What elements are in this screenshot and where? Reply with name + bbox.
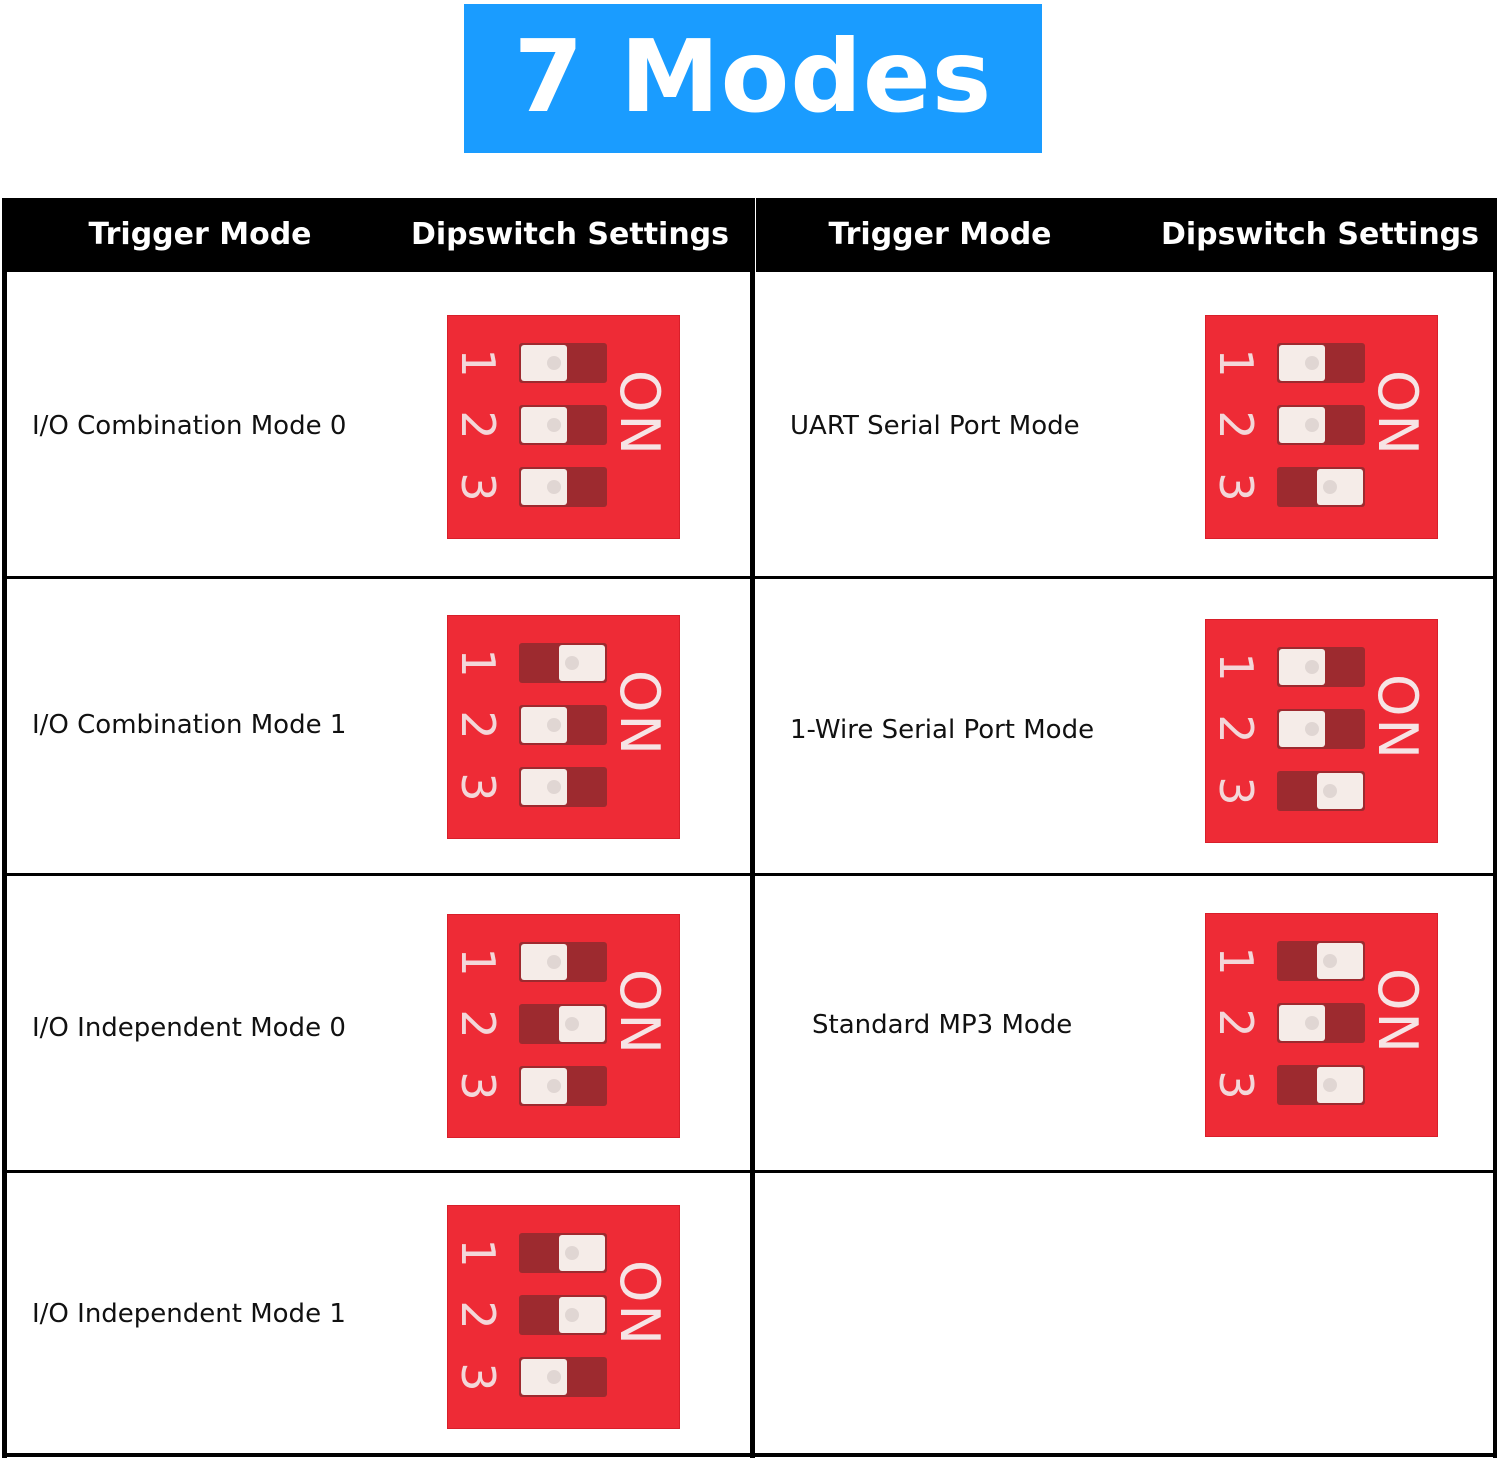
switch-slot-1	[1277, 647, 1365, 687]
switch-lever-off	[521, 407, 567, 443]
mode-label: Standard MP3 Mode	[812, 1010, 1073, 1040]
switch-lever-on	[559, 645, 605, 681]
switch-lever-on	[1317, 773, 1363, 809]
switch-lever-off	[521, 345, 567, 381]
row-divider-1	[2, 576, 1497, 579]
switch-slot-3	[519, 467, 607, 507]
row-divider-2	[2, 873, 1497, 876]
table-divider-center	[750, 198, 755, 1458]
header-dipswitch-settings-right: Dipswitch Settings	[1160, 217, 1480, 252]
dip-switch: 1 2 3 ON	[1205, 913, 1438, 1137]
switch-number-label: 1	[1209, 652, 1263, 682]
switch-lever-off	[521, 944, 567, 980]
switch-lever-on	[1317, 943, 1363, 979]
switch-lever-on	[559, 1297, 605, 1333]
mode-label: I/O Combination Mode 1	[32, 710, 347, 740]
on-label: ON	[608, 370, 671, 457]
switch-number-label: 1	[1209, 348, 1263, 378]
switch-lever-off	[521, 1359, 567, 1395]
dip-switch: 1 2 3 ON	[447, 615, 680, 839]
on-label: ON	[608, 670, 671, 757]
mode-label: 1-Wire Serial Port Mode	[790, 715, 1095, 745]
table-header-left	[2, 198, 752, 272]
switch-lever-off	[1279, 345, 1325, 381]
switch-number-label: 2	[451, 1300, 505, 1330]
switch-number-label: 2	[1209, 1008, 1263, 1038]
on-label: ON	[1366, 674, 1429, 761]
switch-lever-off	[521, 769, 567, 805]
switch-slot-1	[519, 343, 607, 383]
switch-slot-1	[519, 643, 607, 683]
switch-slot-2	[519, 1004, 607, 1044]
switch-number-label: 2	[451, 710, 505, 740]
switch-number-label: 1	[451, 648, 505, 678]
on-label: ON	[608, 969, 671, 1056]
header-dipswitch-settings-left: Dipswitch Settings	[410, 217, 730, 252]
dip-switch: 1 2 3 ON	[1205, 315, 1438, 539]
switch-slot-2	[1277, 1003, 1365, 1043]
switch-slot-1	[1277, 941, 1365, 981]
switch-number-label: 1	[451, 348, 505, 378]
mode-label: UART Serial Port Mode	[790, 411, 1080, 441]
switch-slot-2	[519, 705, 607, 745]
mode-label: I/O Independent Mode 0	[32, 1013, 346, 1043]
switch-number-label: 3	[1209, 776, 1263, 806]
dip-switch: 1 2 3 ON	[447, 1205, 680, 1429]
switch-slot-3	[1277, 771, 1365, 811]
switch-slot-3	[519, 767, 607, 807]
switch-number-label: 3	[451, 472, 505, 502]
switch-lever-off	[1279, 649, 1325, 685]
switch-number-label: 2	[1209, 714, 1263, 744]
on-label: ON	[1366, 370, 1429, 457]
switch-number-label: 3	[451, 1362, 505, 1392]
switch-number-label: 3	[1209, 1070, 1263, 1100]
switch-lever-off	[1279, 1005, 1325, 1041]
switch-slot-2	[1277, 405, 1365, 445]
switch-number-label: 3	[1209, 472, 1263, 502]
mode-label: I/O Independent Mode 1	[32, 1299, 346, 1329]
on-label: ON	[1366, 968, 1429, 1055]
table-border-right	[1493, 198, 1497, 1458]
switch-number-label: 1	[1209, 946, 1263, 976]
switch-slot-3	[519, 1066, 607, 1106]
dip-switch: 1 2 3 ON	[447, 315, 680, 539]
switch-slot-2	[1277, 709, 1365, 749]
switch-slot-1	[519, 1233, 607, 1273]
switch-lever-off	[1279, 711, 1325, 747]
table-border-bottom	[2, 1453, 1497, 1457]
switch-lever-on	[559, 1006, 605, 1042]
switch-slot-3	[1277, 467, 1365, 507]
switch-lever-on	[1317, 1067, 1363, 1103]
table-header-right	[756, 198, 1497, 272]
mode-label: I/O Combination Mode 0	[32, 411, 347, 441]
on-label: ON	[608, 1260, 671, 1347]
switch-slot-1	[1277, 343, 1365, 383]
switch-lever-on	[559, 1235, 605, 1271]
switch-lever-off	[521, 707, 567, 743]
switch-number-label: 3	[451, 1071, 505, 1101]
switch-lever-off	[521, 469, 567, 505]
header-trigger-mode-right: Trigger Mode	[828, 217, 1052, 252]
table-border-left	[2, 198, 7, 1458]
title-banner: 7 Modes	[464, 4, 1042, 153]
switch-lever-off	[1279, 407, 1325, 443]
switch-lever-on	[1317, 469, 1363, 505]
switch-number-label: 3	[451, 772, 505, 802]
switch-slot-1	[519, 942, 607, 982]
switch-number-label: 2	[451, 1009, 505, 1039]
dip-switch: 1 2 3 ON	[1205, 619, 1438, 843]
dip-switch: 1 2 3 ON	[447, 914, 680, 1138]
switch-slot-3	[1277, 1065, 1365, 1105]
switch-lever-off	[521, 1068, 567, 1104]
header-trigger-mode-left: Trigger Mode	[88, 217, 312, 252]
switch-slot-2	[519, 1295, 607, 1335]
page-title: 7 Modes	[513, 17, 993, 135]
switch-number-label: 1	[451, 1238, 505, 1268]
switch-number-label: 1	[451, 947, 505, 977]
switch-number-label: 2	[1209, 410, 1263, 440]
switch-number-label: 2	[451, 410, 505, 440]
switch-slot-2	[519, 405, 607, 445]
row-divider-3	[2, 1170, 1497, 1173]
switch-slot-3	[519, 1357, 607, 1397]
